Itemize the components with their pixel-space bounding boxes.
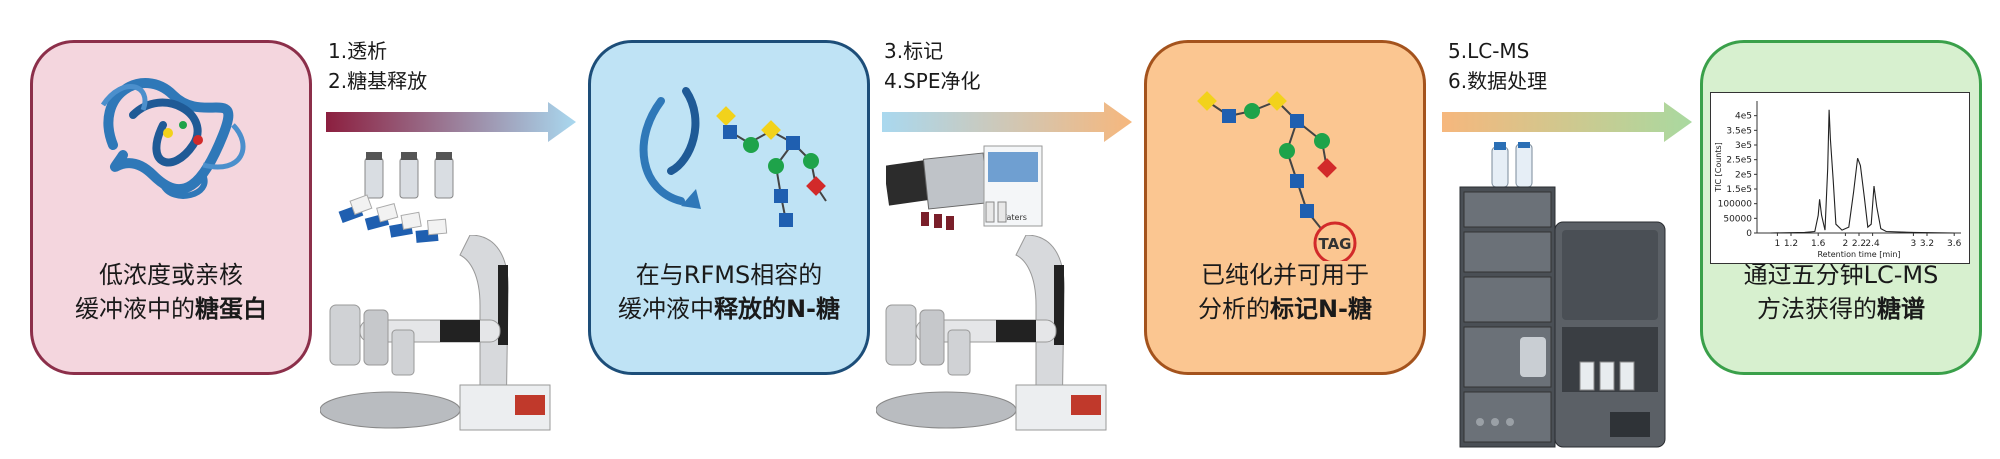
x-tick-label: 2 — [1843, 239, 1849, 249]
protein-structure-icon — [100, 78, 246, 199]
step-box-3: TAG 已纯化并可用于 分析的标记N-糖 — [1144, 40, 1426, 375]
arrow-1 — [326, 102, 576, 142]
cartridge-brand-label: Waters — [999, 213, 1027, 222]
arrow-3 — [1442, 102, 1692, 142]
x-tick-label: 2.4 — [1865, 239, 1880, 249]
step-caption-4: 通过五分钟LC-MS 方法获得的糖谱 — [1743, 261, 1939, 323]
labeled-glycan-icon: TAG — [1197, 91, 1357, 261]
arrow-2 — [882, 102, 1132, 142]
y-tick-label: 2e5 — [1735, 170, 1752, 180]
liquid-handler-robot-2 — [876, 235, 1107, 431]
tic-trace — [1770, 109, 1955, 234]
x-tick-label: 1 — [1775, 239, 1781, 249]
y-tick-label: 50000 — [1723, 214, 1752, 224]
x-tick-label: 1.6 — [1811, 239, 1826, 249]
released-glycan-icon — [639, 87, 827, 227]
y-tick-label: 3.5e5 — [1726, 126, 1752, 136]
step-box-1: 低浓度或亲核 缓冲液中的糖蛋白 — [30, 40, 312, 375]
x-axis-label: Retention time [min] — [1817, 250, 1900, 259]
x-tick-label: 3.2 — [1920, 239, 1934, 249]
y-tick-label: 4e5 — [1735, 112, 1752, 122]
x-tick-label: 3 — [1911, 239, 1917, 249]
y-tick-label: 100000 — [1718, 200, 1753, 210]
y-tick-label: 2.5e5 — [1726, 156, 1752, 166]
step-caption-3: 已纯化并可用于 分析的标记N-糖 — [1197, 261, 1373, 323]
y-axis-label: TIC [Counts] — [1714, 142, 1723, 193]
x-tick-label: 3.6 — [1947, 239, 1962, 249]
step-caption-1: 低浓度或亲核 缓冲液中的糖蛋白 — [75, 261, 267, 323]
y-tick-label: 1.5e5 — [1726, 185, 1752, 195]
step-caption-2: 在与RFMS相容的 缓冲液中释放的N-糖 — [617, 261, 841, 323]
y-tick-label: 0 — [1746, 229, 1752, 239]
lc-ms-instrument-icon — [1459, 142, 1666, 448]
y-tick-label: 3e5 — [1735, 141, 1752, 151]
x-tick-label: 2.2 — [1852, 239, 1866, 249]
spe-kit-icon: Waters — [886, 145, 1043, 230]
step-box-2: 在与RFMS相容的 缓冲液中释放的N-糖 — [588, 40, 870, 375]
liquid-handler-robot-1 — [320, 235, 551, 431]
x-tick-label: 1.2 — [1784, 239, 1798, 249]
tag-label: TAG — [1319, 235, 1352, 253]
sample-vials-icon — [338, 152, 454, 243]
